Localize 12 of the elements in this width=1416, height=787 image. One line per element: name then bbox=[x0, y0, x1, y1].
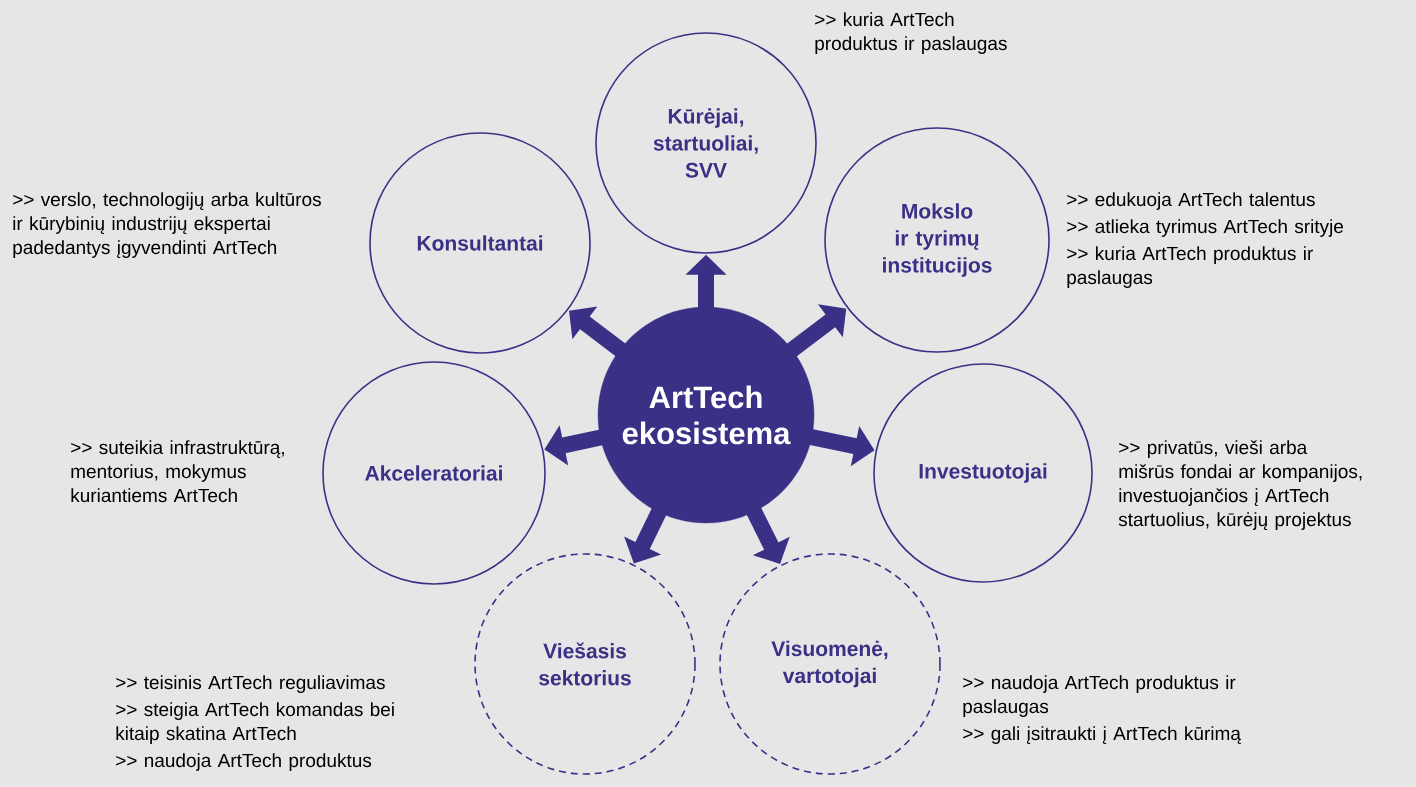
description-text: >> kuria ArtTech produktus ir paslaugas bbox=[815, 12, 1007, 54]
description-text: >> naudoja ArtTech produktus ir paslaugas bbox=[963, 675, 1236, 717]
description-text: >> privatūs, vieši arba mišrūs fondai ar kompanijos, investuojančios į ArtTech startuolius, kūrėjų projektus bbox=[1118, 440, 1362, 530]
description-text: >> atlieka tyrimus ArtTech srityje bbox=[1067, 219, 1344, 237]
description-text: >> kuria ArtTech produktus ir paslaugas bbox=[1067, 246, 1313, 288]
description-text: >> verslo, technologijų arba kultūros ir kūrybinių industrijų ekspertai padedantys įgyvendinti ArtTech bbox=[13, 192, 321, 258]
description-text: >> teisinis ArtTech reguliavimas bbox=[116, 675, 385, 693]
description-text: >> gali įsitraukti į ArtTech kūrimą bbox=[963, 726, 1241, 744]
description-text: >> naudoja ArtTech produktus bbox=[116, 753, 372, 771]
description-text: >> steigia ArtTech komandas bei kitaip skatina ArtTech bbox=[116, 702, 394, 744]
description-text: >> edukuoja ArtTech talentus bbox=[1067, 192, 1315, 210]
description-text: >> suteikia infrastruktūrą, mentorius, mokymus kuriantiems ArtTech bbox=[71, 440, 284, 503]
